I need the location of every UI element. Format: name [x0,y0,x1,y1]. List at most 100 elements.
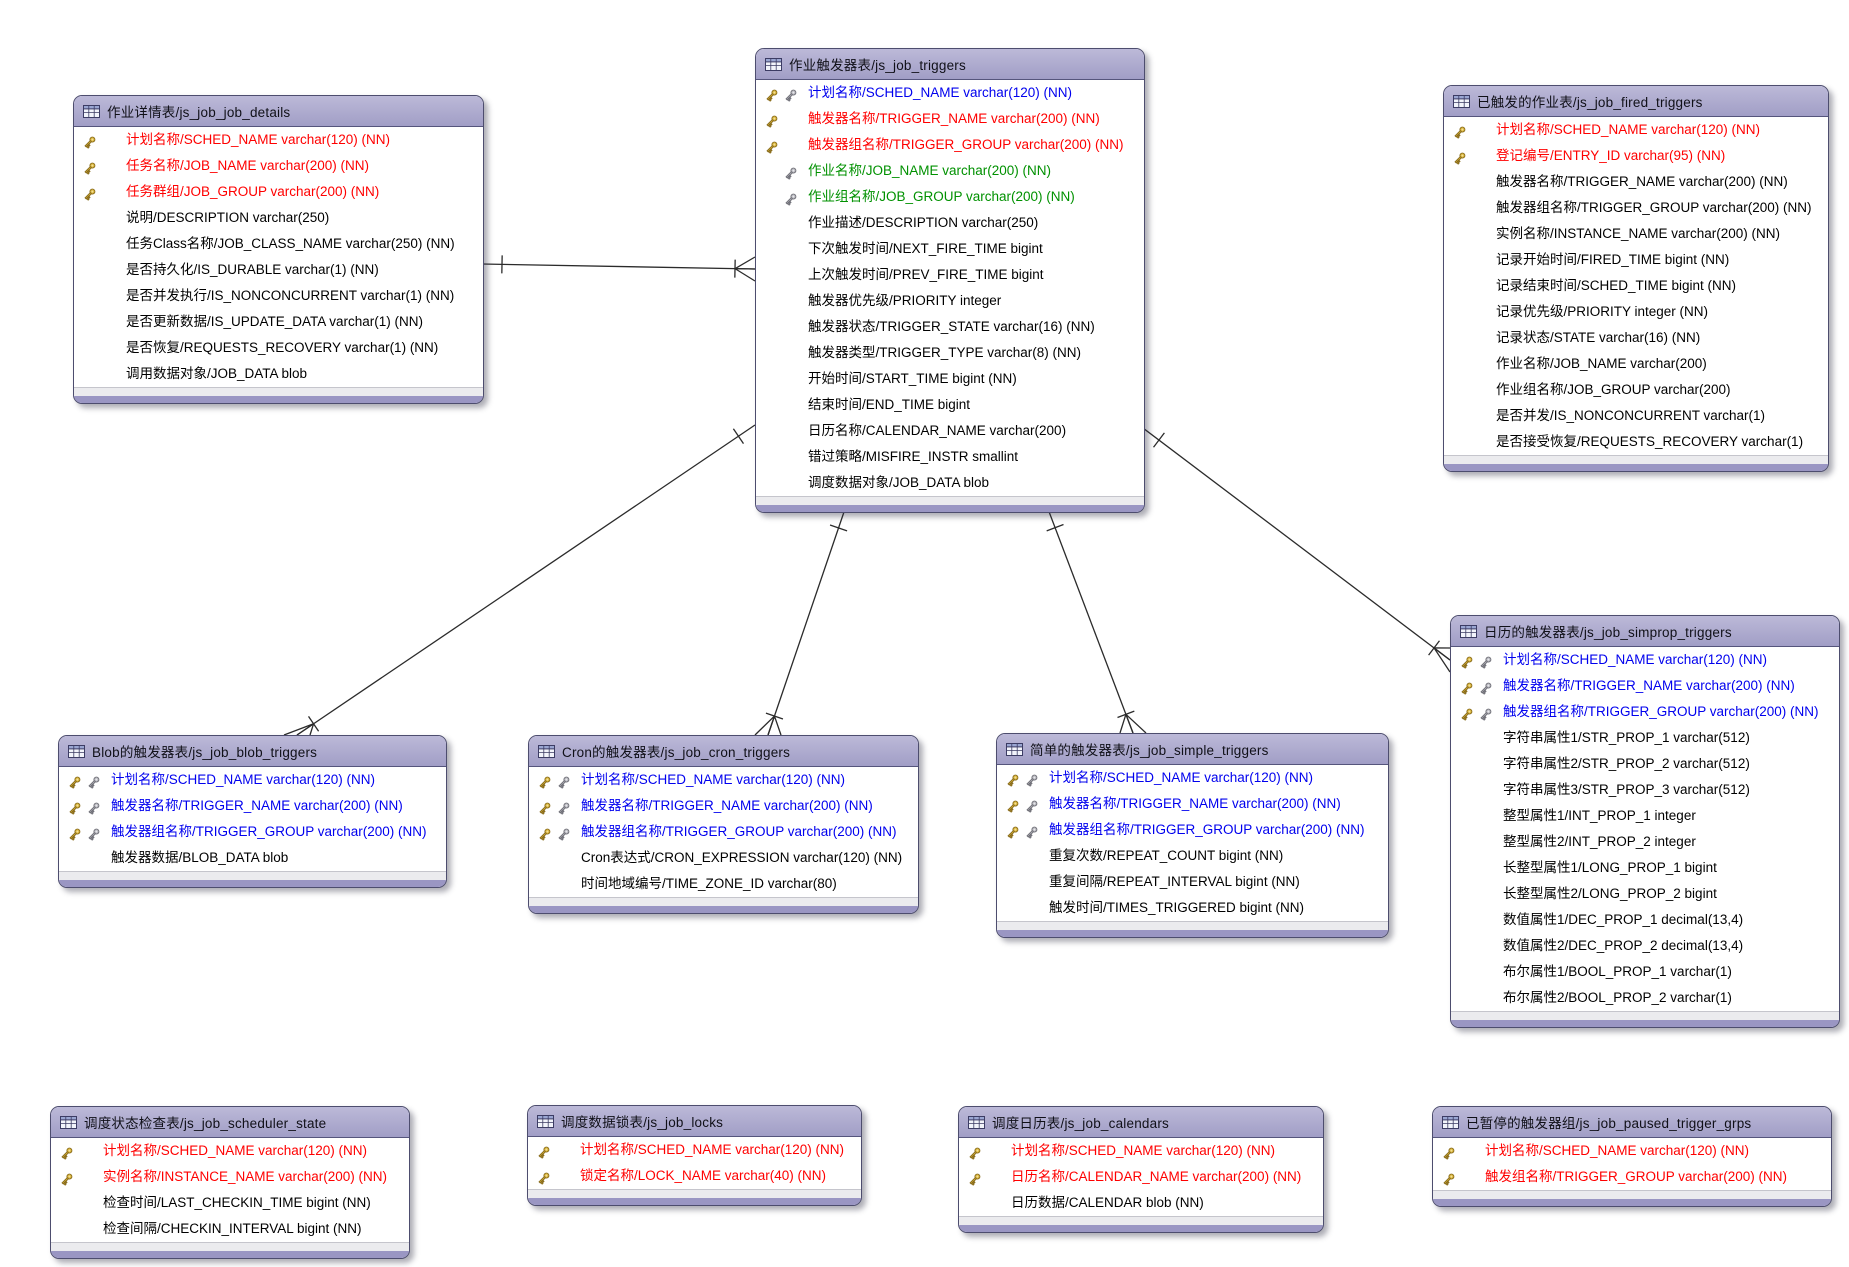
table-field-row[interactable]: 计划名称/SCHED_NAME varchar(120) (NN) [74,127,483,153]
table-field-row[interactable]: 整型属性2/INT_PROP_2 integer [1451,829,1839,855]
table-js_job_cron_triggers[interactable]: Cron的触发器表/js_job_cron_triggers 计划名称/SCHE… [528,735,919,914]
table-field-row[interactable]: 计划名称/SCHED_NAME varchar(120) (NN) [1451,647,1839,673]
table-js_job_simple_triggers[interactable]: 简单的触发器表/js_job_simple_triggers 计划名称/SCHE… [996,733,1389,938]
table-field-row[interactable]: Cron表达式/CRON_EXPRESSION varchar(120) (NN… [529,845,918,871]
table-field-row[interactable]: 任务名称/JOB_NAME varchar(200) (NN) [74,153,483,179]
table-field-row[interactable]: 是否持久化/IS_DURABLE varchar(1) (NN) [74,257,483,283]
table-js_job_simprop_triggers[interactable]: 日历的触发器表/js_job_simprop_triggers 计划名称/SCH… [1450,615,1840,1028]
table-field-row[interactable]: 锁定名称/LOCK_NAME varchar(40) (NN) [528,1163,861,1189]
table-header[interactable]: 作业触发器表/js_job_triggers [756,49,1144,80]
table-field-row[interactable]: 检查时间/LAST_CHECKIN_TIME bigint (NN) [51,1190,409,1216]
table-field-row[interactable]: 任务Class名称/JOB_CLASS_NAME varchar(250) (N… [74,231,483,257]
table-field-row[interactable]: 计划名称/SCHED_NAME varchar(120) (NN) [59,767,446,793]
table-field-row[interactable]: 实例名称/INSTANCE_NAME varchar(200) (NN) [1444,221,1828,247]
table-header[interactable]: 已触发的作业表/js_job_fired_triggers [1444,86,1828,117]
table-field-row[interactable]: 数值属性2/DEC_PROP_2 decimal(13,4) [1451,933,1839,959]
table-field-row[interactable]: 说明/DESCRIPTION varchar(250) [74,205,483,231]
table-field-row[interactable]: 触发器组名称/TRIGGER_GROUP varchar(200) (NN) [1451,699,1839,725]
table-field-row[interactable]: 任务群组/JOB_GROUP varchar(200) (NN) [74,179,483,205]
table-js_job_calendars[interactable]: 调度日历表/js_job_calendars 计划名称/SCHED_NAME v… [958,1106,1324,1233]
table-js_job_fired_triggers[interactable]: 已触发的作业表/js_job_fired_triggers 计划名称/SCHED… [1443,85,1829,472]
table-field-row[interactable]: 触发器组名称/TRIGGER_GROUP varchar(200) (NN) [1444,195,1828,221]
table-header[interactable]: 简单的触发器表/js_job_simple_triggers [997,734,1388,765]
table-field-row[interactable]: 是否更新数据/IS_UPDATE_DATA varchar(1) (NN) [74,309,483,335]
table-field-row[interactable]: 是否恢复/REQUESTS_RECOVERY varchar(1) (NN) [74,335,483,361]
table-field-row[interactable]: 触发器状态/TRIGGER_STATE varchar(16) (NN) [756,314,1144,340]
table-field-row[interactable]: 调度数据对象/JOB_DATA blob [756,470,1144,496]
table-js_job_paused_trigger_grps[interactable]: 已暂停的触发器组/js_job_paused_trigger_grps 计划名称… [1432,1106,1832,1207]
table-field-row[interactable]: 计划名称/SCHED_NAME varchar(120) (NN) [1433,1138,1831,1164]
table-header[interactable]: 调度状态检查表/js_job_scheduler_state [51,1107,409,1138]
table-field-row[interactable]: 触发器名称/TRIGGER_NAME varchar(200) (NN) [997,791,1388,817]
table-field-row[interactable]: 作业组名称/JOB_GROUP varchar(200) (NN) [756,184,1144,210]
table-field-row[interactable]: 是否接受恢复/REQUESTS_RECOVERY varchar(1) [1444,429,1828,455]
table-header[interactable]: 调度数据锁表/js_job_locks [528,1106,861,1137]
table-field-row[interactable]: 计划名称/SCHED_NAME varchar(120) (NN) [528,1137,861,1163]
table-field-row[interactable]: 字符串属性3/STR_PROP_3 varchar(512) [1451,777,1839,803]
table-field-row[interactable]: 记录开始时间/FIRED_TIME bigint (NN) [1444,247,1828,273]
table-field-row[interactable]: 触发器组名称/TRIGGER_GROUP varchar(200) (NN) [997,817,1388,843]
table-field-row[interactable]: 长整型属性2/LONG_PROP_2 bigint [1451,881,1839,907]
table-field-row[interactable]: 触发时间/TIMES_TRIGGERED bigint (NN) [997,895,1388,921]
table-field-row[interactable]: 字符串属性1/STR_PROP_1 varchar(512) [1451,725,1839,751]
table-field-row[interactable]: 计划名称/SCHED_NAME varchar(120) (NN) [529,767,918,793]
table-field-row[interactable]: 长整型属性1/LONG_PROP_1 bigint [1451,855,1839,881]
table-field-row[interactable]: 记录优先级/PRIORITY integer (NN) [1444,299,1828,325]
table-field-row[interactable]: 触发器名称/TRIGGER_NAME varchar(200) (NN) [529,793,918,819]
table-field-row[interactable]: 触发器数据/BLOB_DATA blob [59,845,446,871]
table-field-row[interactable]: 触发器名称/TRIGGER_NAME varchar(200) (NN) [1451,673,1839,699]
table-field-row[interactable]: 触发器类型/TRIGGER_TYPE varchar(8) (NN) [756,340,1144,366]
table-field-row[interactable]: 数值属性1/DEC_PROP_1 decimal(13,4) [1451,907,1839,933]
table-field-row[interactable]: 下次触发时间/NEXT_FIRE_TIME bigint [756,236,1144,262]
table-field-row[interactable]: 记录状态/STATE varchar(16) (NN) [1444,325,1828,351]
table-field-row[interactable]: 登记编号/ENTRY_ID varchar(95) (NN) [1444,143,1828,169]
table-field-row[interactable]: 触发器名称/TRIGGER_NAME varchar(200) (NN) [59,793,446,819]
table-field-row[interactable]: 计划名称/SCHED_NAME varchar(120) (NN) [51,1138,409,1164]
table-field-row[interactable]: 日历数据/CALENDAR blob (NN) [959,1190,1323,1216]
table-field-row[interactable]: 结束时间/END_TIME bigint [756,392,1144,418]
table-js_job_locks[interactable]: 调度数据锁表/js_job_locks 计划名称/SCHED_NAME varc… [527,1105,862,1206]
table-js_job_triggers[interactable]: 作业触发器表/js_job_triggers 计划名称/SCHED_NAME v… [755,48,1145,513]
table-header[interactable]: 日历的触发器表/js_job_simprop_triggers [1451,616,1839,647]
table-field-row[interactable]: 触发器组名称/TRIGGER_GROUP varchar(200) (NN) [529,819,918,845]
table-field-row[interactable]: 开始时间/START_TIME bigint (NN) [756,366,1144,392]
table-field-row[interactable]: 触发器组名称/TRIGGER_GROUP varchar(200) (NN) [59,819,446,845]
table-field-row[interactable]: 触发器优先级/PRIORITY integer [756,288,1144,314]
table-field-row[interactable]: 计划名称/SCHED_NAME varchar(120) (NN) [1444,117,1828,143]
table-field-row[interactable]: 日历名称/CALENDAR_NAME varchar(200) (NN) [959,1164,1323,1190]
table-field-row[interactable]: 整型属性1/INT_PROP_1 integer [1451,803,1839,829]
table-field-row[interactable]: 字符串属性2/STR_PROP_2 varchar(512) [1451,751,1839,777]
table-field-row[interactable]: 日历名称/CALENDAR_NAME varchar(200) [756,418,1144,444]
table-field-row[interactable]: 触发组名称/TRIGGER_GROUP varchar(200) (NN) [1433,1164,1831,1190]
table-field-row[interactable]: 重复间隔/REPEAT_INTERVAL bigint (NN) [997,869,1388,895]
table-field-row[interactable]: 错过策略/MISFIRE_INSTR smallint [756,444,1144,470]
table-field-row[interactable]: 触发器名称/TRIGGER_NAME varchar(200) (NN) [1444,169,1828,195]
table-js_job_job_details[interactable]: 作业详情表/js_job_job_details 计划名称/SCHED_NAME… [73,95,484,404]
table-field-row[interactable]: 计划名称/SCHED_NAME varchar(120) (NN) [959,1138,1323,1164]
table-header[interactable]: 调度日历表/js_job_calendars [959,1107,1323,1138]
table-field-row[interactable]: 上次触发时间/PREV_FIRE_TIME bigint [756,262,1144,288]
table-field-row[interactable]: 重复次数/REPEAT_COUNT bigint (NN) [997,843,1388,869]
table-field-row[interactable]: 计划名称/SCHED_NAME varchar(120) (NN) [997,765,1388,791]
table-field-row[interactable]: 记录结束时间/SCHED_TIME bigint (NN) [1444,273,1828,299]
table-header[interactable]: 已暂停的触发器组/js_job_paused_trigger_grps [1433,1107,1831,1138]
table-field-row[interactable]: 触发器名称/TRIGGER_NAME varchar(200) (NN) [756,106,1144,132]
table-field-row[interactable]: 作业描述/DESCRIPTION varchar(250) [756,210,1144,236]
table-field-row[interactable]: 实例名称/INSTANCE_NAME varchar(200) (NN) [51,1164,409,1190]
table-field-row[interactable]: 作业组名称/JOB_GROUP varchar(200) [1444,377,1828,403]
table-field-row[interactable]: 是否并发/IS_NONCONCURRENT varchar(1) [1444,403,1828,429]
table-header[interactable]: 作业详情表/js_job_job_details [74,96,483,127]
table-field-row[interactable]: 布尔属性2/BOOL_PROP_2 varchar(1) [1451,985,1839,1011]
table-header[interactable]: Cron的触发器表/js_job_cron_triggers [529,736,918,767]
table-field-row[interactable]: 作业名称/JOB_NAME varchar(200) (NN) [756,158,1144,184]
table-field-row[interactable]: 作业名称/JOB_NAME varchar(200) [1444,351,1828,377]
table-js_job_blob_triggers[interactable]: Blob的触发器表/js_job_blob_triggers 计划名称/SCHE… [58,735,447,888]
table-field-row[interactable]: 调用数据对象/JOB_DATA blob [74,361,483,387]
table-field-row[interactable]: 检查间隔/CHECKIN_INTERVAL bigint (NN) [51,1216,409,1242]
table-field-row[interactable]: 是否并发执行/IS_NONCONCURRENT varchar(1) (NN) [74,283,483,309]
table-header[interactable]: Blob的触发器表/js_job_blob_triggers [59,736,446,767]
table-js_job_scheduler_state[interactable]: 调度状态检查表/js_job_scheduler_state 计划名称/SCHE… [50,1106,410,1259]
table-field-row[interactable]: 时间地域编号/TIME_ZONE_ID varchar(80) [529,871,918,897]
table-field-row[interactable]: 触发器组名称/TRIGGER_GROUP varchar(200) (NN) [756,132,1144,158]
table-field-row[interactable]: 布尔属性1/BOOL_PROP_1 varchar(1) [1451,959,1839,985]
